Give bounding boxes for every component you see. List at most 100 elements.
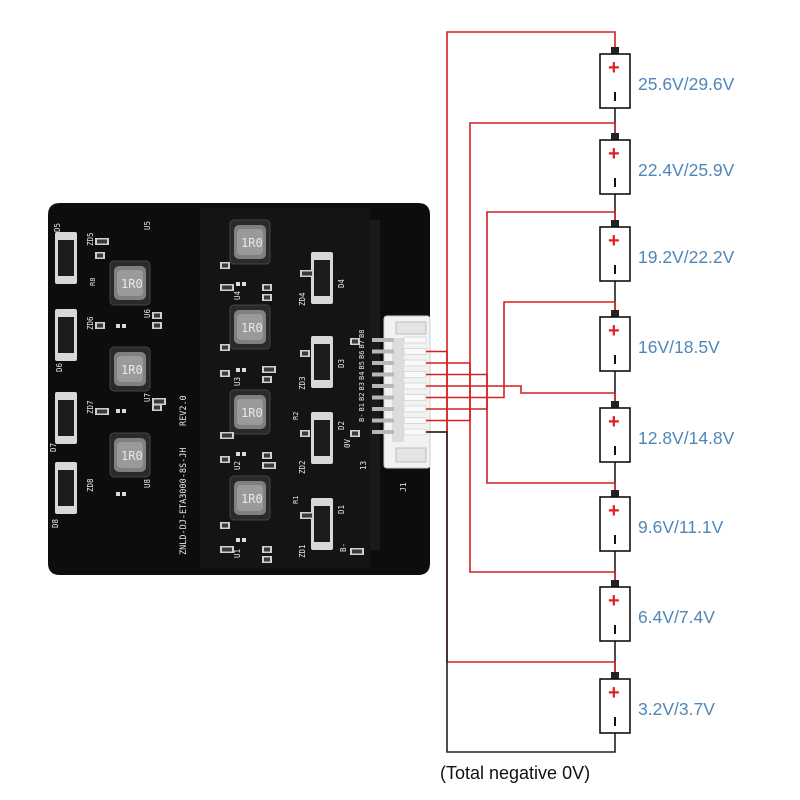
diode-label: D5 — [53, 223, 62, 232]
smd-component-center — [222, 285, 232, 290]
connector-contact — [403, 336, 427, 344]
via-pad — [236, 282, 240, 286]
connector-pin-label: B1 — [358, 403, 366, 411]
smd-component-center — [154, 313, 160, 318]
connector-pin-label: B6 — [358, 351, 366, 359]
balance-wire — [426, 122, 616, 422]
smd-component-center — [97, 323, 103, 328]
ic-label: U4 — [233, 290, 242, 300]
diode-label: D8 — [51, 518, 60, 528]
inductor-core — [237, 399, 263, 425]
smd-group — [95, 238, 364, 563]
balance-connector — [372, 315, 431, 469]
connector-pin-label: B2 — [358, 393, 366, 401]
cell-terminal — [611, 401, 619, 409]
ic-label: U8 — [143, 478, 152, 488]
cell-plus-sign: + — [608, 230, 620, 252]
diode-body — [314, 506, 330, 542]
smd-component-center — [222, 523, 228, 528]
connector-contact — [403, 382, 427, 390]
connector-label: J1 — [399, 482, 408, 492]
zener-label: ZD5 — [86, 232, 95, 246]
via-pad — [122, 324, 126, 328]
resistor-label: R8 — [89, 278, 97, 286]
inductor-label: 1R0 — [241, 406, 263, 420]
board-revision: REV2.0 — [179, 395, 189, 426]
cell-voltage-label: 22.4V/25.9V — [638, 160, 735, 180]
via-pad — [116, 409, 120, 413]
cell-plus-sign: + — [608, 682, 620, 704]
diode-group — [55, 232, 333, 550]
via-pad — [236, 368, 240, 372]
connector-latch — [395, 447, 427, 463]
inductor-core — [237, 314, 263, 340]
balance-wire — [426, 373, 616, 490]
battery-cell — [599, 586, 631, 642]
cell-plus-sign: + — [608, 411, 620, 433]
pcb-board: ZNLD-DJ-ETA3000-8S-JH REV2.0 J1 D5D6D7D8… — [48, 203, 431, 575]
smd-component-center — [222, 345, 228, 350]
via-pad — [122, 409, 126, 413]
cell-terminal — [611, 310, 619, 318]
connector-pin — [372, 407, 394, 411]
zener-label: ZD7 — [86, 400, 95, 414]
via-pad — [116, 492, 120, 496]
inductor-label: 1R0 — [241, 236, 263, 250]
diode-label: D7 — [49, 443, 58, 452]
cell-voltage-label: 9.6V/11.1V — [638, 517, 724, 537]
smd-component-center — [264, 295, 270, 300]
cell-terminal — [611, 133, 619, 141]
cell-minus-sign — [614, 446, 616, 455]
smd-component-center — [264, 285, 270, 290]
ic-label: U6 — [143, 308, 152, 318]
diode-body — [58, 400, 74, 436]
connector-pin — [372, 361, 394, 365]
cell-minus-sign — [614, 535, 616, 544]
inductor-label: 1R0 — [241, 492, 263, 506]
smd-component-center — [264, 377, 270, 382]
connector-pin-group — [372, 336, 427, 436]
cell-plus-sign: + — [608, 143, 620, 165]
diode-body — [58, 470, 74, 506]
inductor-core — [237, 485, 263, 511]
via-pad — [242, 368, 246, 372]
connector-pin-label: B3 — [358, 382, 366, 390]
connector-pin — [372, 349, 394, 354]
inductor-core — [117, 442, 143, 468]
cell-plus-sign: + — [608, 57, 620, 79]
cell-minus-sign — [614, 625, 616, 634]
via-pad — [242, 282, 246, 286]
smd-component-center — [302, 431, 308, 436]
connector-pin-label: B4 — [358, 372, 366, 380]
connector-pin-label: B7 — [358, 340, 366, 348]
smd-component-center — [222, 457, 228, 462]
diode-body — [58, 317, 74, 353]
smd-component-center — [264, 557, 270, 562]
diode-label: D1 — [337, 505, 346, 514]
smd-component-center — [352, 549, 362, 554]
balance-wire — [426, 301, 616, 399]
via-pad — [236, 452, 240, 456]
balance-wire — [426, 350, 616, 672]
cell-minus-sign — [614, 178, 616, 187]
resistor-label: R2 — [292, 412, 300, 420]
cell-plus-sign: + — [608, 500, 620, 522]
smd-component-center — [222, 263, 228, 268]
zener-label: ZD3 — [298, 376, 307, 390]
diode-label: D3 — [337, 359, 346, 368]
diode-label: D4 — [337, 278, 346, 288]
inductor-label: 1R0 — [121, 277, 143, 291]
resistor-label: R1 — [292, 496, 300, 504]
connector-contact — [403, 394, 427, 401]
side-mark: B- — [339, 543, 348, 552]
smd-component-center — [264, 463, 274, 468]
zener-label: ZD1 — [298, 544, 307, 558]
smd-component-center — [264, 453, 270, 458]
cell-minus-sign — [614, 717, 616, 726]
via-pad — [236, 538, 240, 542]
ic-label: U1 — [233, 549, 242, 558]
zener-label: ZD2 — [298, 460, 307, 474]
inductor-core — [237, 229, 263, 255]
